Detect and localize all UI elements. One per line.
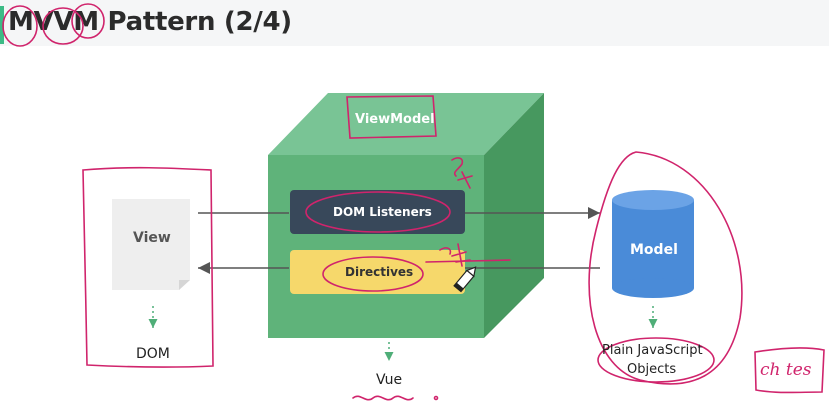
directives-box [290, 250, 465, 294]
model-caption-line2: Objects [627, 362, 677, 377]
title-accent-bar [0, 6, 4, 44]
handwritten-annotations [2, 3, 825, 401]
dom-listeners-box [290, 190, 465, 234]
cube-top [268, 93, 544, 155]
dom-label: DOM [136, 346, 170, 362]
viewmodel-label: ViewModel [355, 112, 435, 127]
model-cylinder [612, 190, 694, 298]
page-title: MVVM Pattern (2/4) [8, 7, 292, 37]
directives-label: Directives [345, 265, 414, 279]
model-caption-line1: Plain JavaScript [602, 343, 703, 358]
dom-listeners-label: DOM Listeners [333, 205, 432, 219]
title-bar [0, 0, 829, 46]
pencil-cursor-icon [453, 266, 477, 293]
handwritten-note: ch tes [760, 360, 812, 380]
cube-front [268, 155, 484, 338]
view-label: View [133, 230, 171, 246]
vue-label: Vue [376, 372, 403, 388]
model-label: Model [630, 242, 678, 258]
viewmodel-cube [268, 93, 544, 338]
cube-side [484, 93, 544, 338]
view-page [112, 199, 190, 290]
